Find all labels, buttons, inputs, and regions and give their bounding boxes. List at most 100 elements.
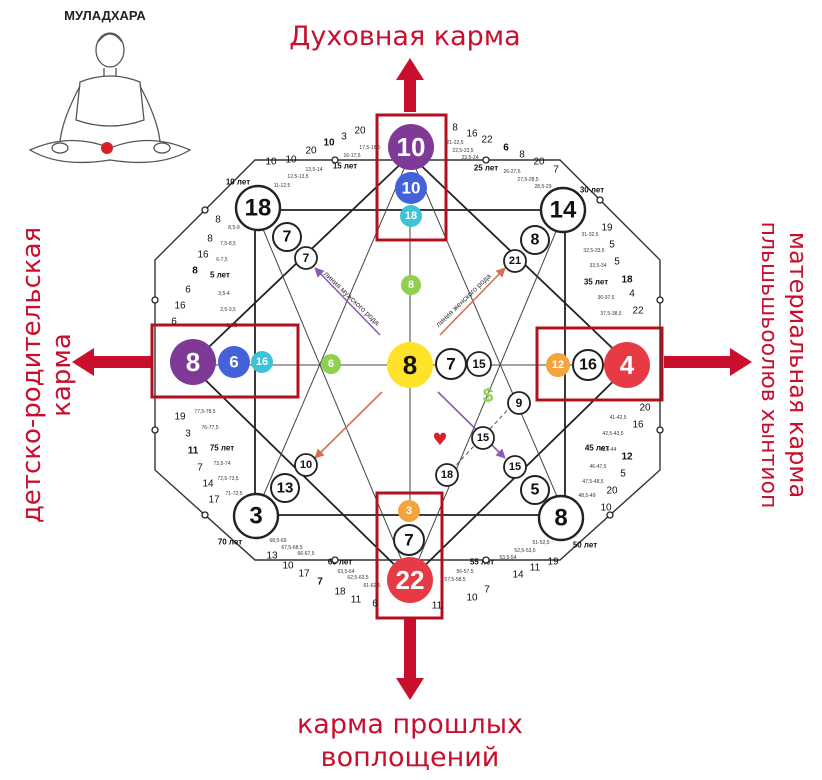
age-value: 10	[323, 138, 335, 149]
age-value: 7	[317, 577, 323, 588]
karma-arrows	[72, 58, 752, 700]
range-label: 28,5-29	[535, 184, 552, 190]
left-inner-value: 16	[256, 356, 268, 368]
right-mid-value: 16	[579, 357, 597, 374]
range-label: 8,5-9	[228, 225, 240, 231]
misc-18: 18	[441, 469, 453, 481]
highlight-boxes	[150, 113, 664, 620]
corner-tr-a: 8	[531, 232, 540, 249]
top-column-nodes: 10 10 18 8	[388, 124, 434, 295]
label-material-karma-line2: пльшьшьоолюв хынтиоп	[756, 222, 781, 509]
range-label: 13,5-14	[306, 167, 323, 173]
top-green-value: 8	[408, 279, 414, 291]
top-inner-value: 18	[405, 210, 417, 222]
top-mid-value: 10	[402, 179, 421, 198]
bottom-column-nodes: 22 7 3	[387, 500, 433, 603]
age-value: 11	[432, 601, 443, 612]
label-spiritual-karma: Духовная карма	[289, 21, 520, 52]
age-value: 8	[452, 123, 458, 134]
range-label: 31-32,5	[582, 232, 599, 238]
range-label: 7,5-8,5	[220, 241, 236, 247]
age-value: 16	[632, 420, 644, 431]
range-label: 42,5-43,5	[602, 431, 623, 437]
box-bottom	[375, 491, 444, 620]
age-value: 11	[530, 563, 541, 574]
octagon-ticks	[151, 156, 664, 564]
age-value: 17	[208, 495, 220, 506]
year-mark: 35 лет	[584, 278, 608, 287]
range-label: 6-7,5	[216, 257, 228, 263]
age-arcs: 10 10 20 10 3 20 8 16 22 6 8 20 7 19 5 5…	[171, 123, 651, 612]
age-value: 22	[481, 135, 493, 146]
center-value: 8	[403, 350, 417, 380]
range-label: 27,5-28,5	[517, 177, 538, 183]
range-label: 53,5-54	[500, 555, 517, 561]
range-labels: 1-2,5 2,5-3,5 3,5-4 6-7,5 7,5-8,5 8,5-9 …	[194, 140, 626, 589]
age-value: 20	[305, 146, 317, 157]
corner-bottom-left-value: 3	[249, 503, 262, 530]
range-label: 43,5-44	[600, 447, 617, 453]
age-value: 6	[185, 285, 191, 296]
right-inner-value: 12	[552, 359, 564, 371]
corner-tr-b: 21	[509, 255, 521, 267]
center-node: 8	[387, 342, 433, 388]
age-value: 20	[533, 157, 545, 168]
range-label: 68,5-69	[270, 538, 287, 544]
range-label: 17,5-18,5	[359, 145, 380, 151]
lower-left-arrow	[314, 391, 383, 459]
corner-bl-a: 10	[300, 459, 312, 471]
age-value: 18	[621, 275, 633, 286]
box-top	[375, 113, 448, 242]
range-label: 56-57,5	[457, 569, 474, 575]
corner-top-left-value: 18	[245, 195, 272, 222]
corner-nodes: 18 14 3 8	[232, 184, 587, 542]
year-mark: 5 лет	[210, 271, 230, 280]
range-label: 66-67,5	[298, 551, 315, 557]
corner-bl-b: 13	[277, 480, 294, 497]
range-label: 71-72,5	[226, 491, 243, 497]
age-value: 20	[639, 403, 651, 414]
misc-nodes: 9 15 18	[435, 391, 531, 487]
age-value: 4	[629, 289, 635, 300]
left-green-value: 6	[328, 358, 334, 370]
age-value: 18	[334, 587, 346, 598]
age-value: 16	[466, 129, 478, 140]
year-mark: 65 лет	[328, 558, 352, 567]
age-value: 19	[547, 557, 559, 568]
age-value: 10	[466, 593, 478, 604]
range-label: 32,5-33,5	[583, 248, 604, 254]
age-value: 8	[519, 150, 525, 161]
year-mark: 15 лет	[333, 162, 357, 171]
year-mark: 70 лет	[218, 538, 242, 547]
corner-br-b: 5	[531, 482, 540, 499]
age-value: 5	[614, 257, 620, 268]
inner-lines	[200, 154, 620, 581]
outer-octagon	[154, 159, 661, 561]
year-mark: 25 лет	[474, 164, 498, 173]
year-mark: 30 лет	[580, 186, 604, 195]
age-value: 14	[202, 479, 214, 490]
bottom-outer-value: 22	[396, 565, 425, 595]
right-row-nodes: 4 16 12 7 15	[435, 342, 650, 388]
range-label: 37,5-38,5	[600, 311, 621, 317]
label-child-parent-line1: детско-родительская	[17, 227, 47, 523]
right-outer-value: 4	[620, 350, 635, 380]
muladhara-point-icon	[101, 142, 113, 154]
range-label: 23,5-24	[462, 155, 479, 161]
label-past-lives-line2: воплощений	[321, 742, 500, 773]
range-label: 11-12,5	[274, 183, 291, 189]
corner-br-a: 15	[509, 461, 521, 473]
age-value: 6	[372, 599, 378, 610]
right-near2-value: 15	[472, 357, 486, 371]
range-label: 41-42,5	[610, 415, 627, 421]
age-value: 20	[354, 126, 366, 137]
age-value: 3	[185, 429, 191, 440]
age-value: 22	[632, 306, 644, 317]
age-value: 7	[484, 585, 490, 596]
label-child-parent-line2: карма	[47, 333, 77, 417]
age-value: 12	[621, 452, 633, 463]
range-label: 46-47,5	[590, 464, 607, 470]
range-label: 76-77,5	[202, 425, 219, 431]
range-label: 33,5-34	[590, 263, 607, 269]
